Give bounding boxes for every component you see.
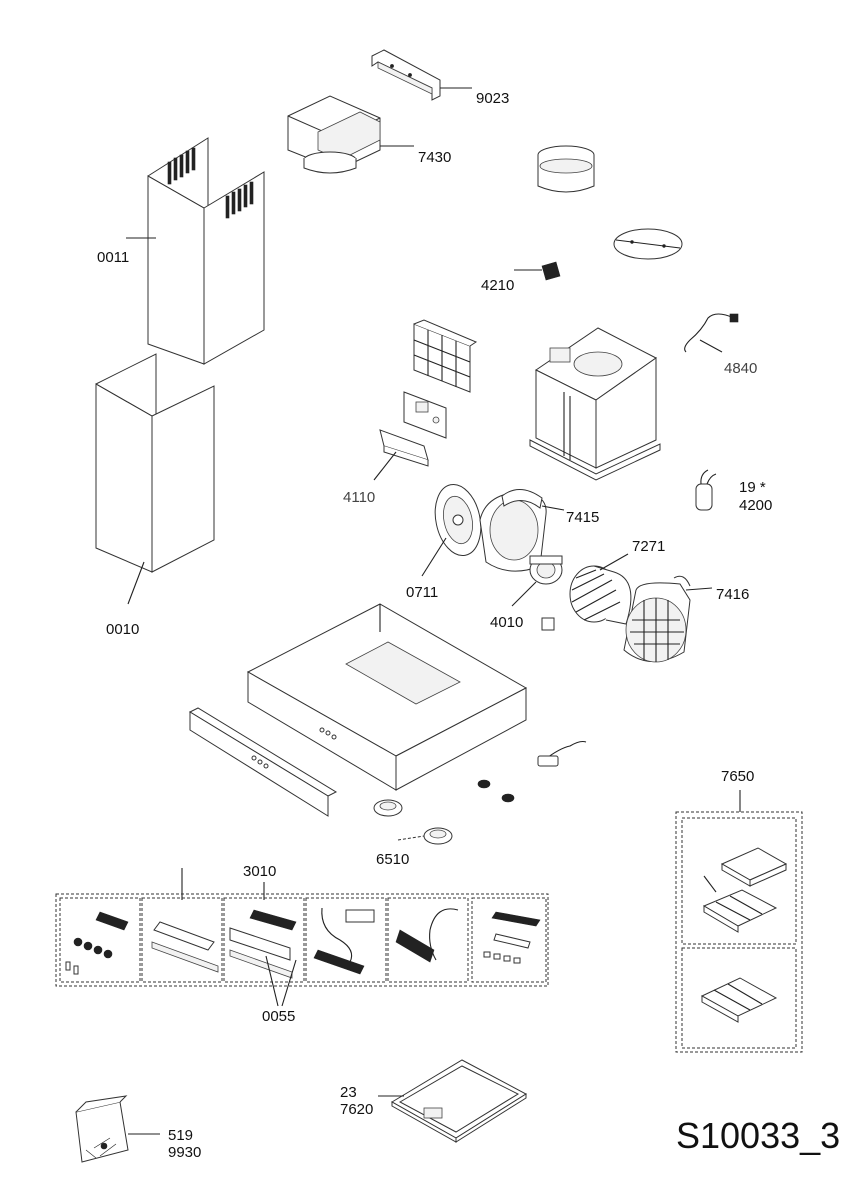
label-0711: 0711 [406, 584, 438, 601]
part-motor-housing-box [529, 327, 661, 481]
part-feet [477, 779, 515, 803]
part-front-fascia [188, 707, 338, 817]
part-4200-capacitor [695, 469, 717, 511]
part-7620-grease-filter [378, 1059, 527, 1143]
label-519: 519 [168, 1127, 193, 1144]
part-grid-frame [413, 319, 478, 393]
part-hood-body [246, 603, 528, 791]
label-7430: 7430 [418, 149, 451, 166]
part-7415-fan-housing [479, 489, 565, 572]
part-7416-fan-housing-grille [623, 575, 713, 663]
part-pcb-board [403, 391, 447, 439]
part-small-block [541, 617, 555, 631]
part-6510-lamp-covers [373, 799, 453, 845]
part-7271-fan-impeller [569, 553, 632, 625]
label-6510: 6510 [376, 851, 409, 868]
kit-7650-carbon-filter [675, 811, 803, 1053]
drawing-code: S10033_3 [676, 1115, 840, 1156]
part-7430-air-outlet-adapter [287, 95, 414, 174]
label-0055: 0055 [262, 1008, 295, 1025]
label-4200: 4200 [739, 497, 772, 514]
label-4010: 4010 [490, 614, 523, 631]
label-4110: 4110 [343, 489, 375, 506]
part-0010-lower-chimney [95, 353, 215, 605]
label-23: 23 [340, 1084, 357, 1101]
label-4840: 4840 [724, 360, 757, 377]
label-0011: 0011 [97, 249, 129, 266]
part-0711-inlet-ring [421, 483, 482, 577]
label-0010: 0010 [106, 621, 139, 638]
control-panel-kits [55, 893, 549, 987]
label-4210: 4210 [481, 277, 514, 294]
label-7620: 7620 [340, 1101, 373, 1118]
label-19: 19 * [739, 479, 766, 496]
part-9023-mounting-bracket [371, 49, 472, 101]
label-7650: 7650 [721, 768, 754, 785]
label-7415: 7415 [566, 509, 599, 526]
label-3010: 3010 [243, 863, 276, 880]
part-flap-disk [613, 228, 683, 260]
part-hood-wire [537, 740, 587, 767]
label-9023: 9023 [476, 90, 509, 107]
part-9930-hardware-bag [75, 1095, 160, 1163]
part-4110-cover [373, 429, 429, 481]
label-7416: 7416 [716, 586, 749, 603]
part-0011-upper-chimney [126, 137, 265, 365]
leader-0055 [265, 955, 297, 1007]
label-9930: 9930 [168, 1144, 201, 1161]
part-4210-connector [514, 261, 561, 281]
part-4840-cable [684, 313, 739, 353]
part-4010-motor [511, 555, 563, 607]
label-7271: 7271 [632, 538, 665, 555]
part-outlet-ring [537, 145, 595, 193]
